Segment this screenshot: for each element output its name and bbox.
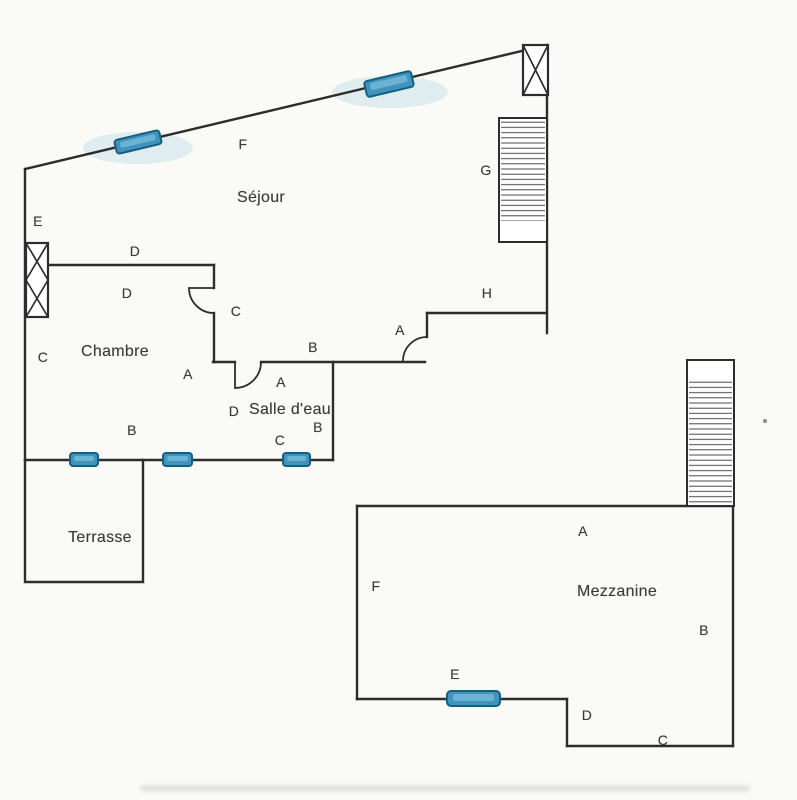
wall-label-a-sejour-door: A (395, 322, 405, 338)
staircase-mezzanine-icon (686, 359, 735, 507)
wall-slope-facade (23, 43, 549, 171)
window-chambre-1-icon (69, 452, 99, 467)
wall-label-e-column: E (33, 213, 43, 229)
column-top-right-icon (521, 43, 550, 97)
wall-label-b-salle-deau: B (313, 419, 323, 435)
wall-label-d-chambre-in: D (121, 285, 133, 301)
room-label-chambre: Chambre (81, 343, 149, 360)
wall-label-d-salle-deau: D (228, 403, 240, 419)
wall-label-g-stairs: G (480, 162, 492, 178)
window-slope-2-icon (363, 70, 415, 98)
room-label-terrasse: Terrasse (68, 529, 132, 546)
window-salle-deau-icon (282, 452, 311, 467)
room-label-mezzanine: Mezzanine (576, 583, 658, 600)
room-label-sejour: Séjour (236, 189, 286, 206)
staircase-g-icon (498, 117, 548, 243)
wall-label-h: H (481, 285, 493, 301)
wall-label-c-chambre-left: C (37, 349, 49, 365)
wall-label-a-mezzanine: A (578, 523, 588, 539)
room-label-salle-deau: Salle d'eau (249, 401, 331, 418)
door-arc-chambre (188, 287, 215, 314)
wall-label-c-mezzanine: C (657, 732, 669, 748)
wall-label-b-mezzanine: B (699, 622, 709, 638)
window-slope-1-icon (113, 129, 163, 155)
wall-label-c-chambre-door: C (230, 303, 242, 319)
column-left-icon (24, 241, 50, 319)
window-mezzanine-icon (446, 690, 501, 707)
window-chambre-2-icon (162, 452, 193, 467)
wall-label-a-salle-deau: A (276, 374, 286, 390)
scan-speckle (763, 419, 767, 423)
scan-artifact (140, 786, 750, 791)
wall-label-c-salle-deau-win: C (274, 432, 286, 448)
wall-terrasse (23, 458, 145, 584)
wall-label-f-facade: F (238, 136, 248, 152)
wall-label-d-chambre-top: D (129, 243, 141, 259)
wall-label-b-chambre-bottom: B (127, 422, 137, 438)
wall-label-d-mezzanine: D (581, 707, 593, 723)
wall-label-b-corridor: B (308, 339, 318, 355)
door-arc-salle-deau (234, 361, 262, 389)
door-arc-sejour (402, 336, 428, 362)
wall-label-a-chambre: A (183, 366, 193, 382)
wall-label-f-mezzanine: F (371, 578, 381, 594)
wall-label-e-mezzanine-win: E (450, 666, 460, 682)
